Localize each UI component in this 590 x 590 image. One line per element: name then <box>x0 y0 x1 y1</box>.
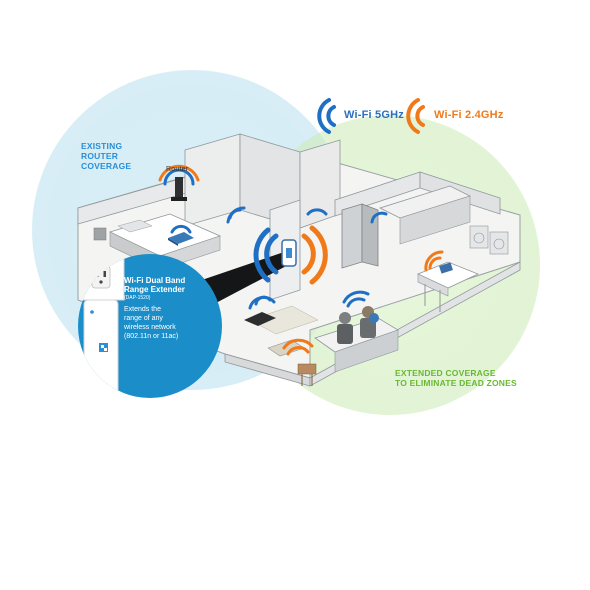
router-icon <box>171 177 187 201</box>
extender-signal <box>253 225 328 285</box>
range-extender-icon <box>281 239 297 267</box>
extended-coverage-line: TO ELIMINATE DEAD ZONES <box>395 378 517 388</box>
tablet-icon <box>439 262 453 274</box>
existing-coverage-line: COVERAGE <box>81 161 132 171</box>
extender-device-icon <box>83 299 119 398</box>
game-console-icon <box>244 312 276 326</box>
device-signal-blue <box>170 206 388 310</box>
extended-coverage-label: EXTENDED COVERAGE TO ELIMINATE DEAD ZONE… <box>395 368 517 388</box>
laptop-icon <box>168 232 194 246</box>
device-signal-orange <box>282 250 444 356</box>
existing-coverage-line: ROUTER <box>81 151 119 161</box>
callout-desc-line: wireless network <box>124 324 176 331</box>
callout-title-line: Wi-Fi Dual Band <box>124 276 186 285</box>
callout-title-line: Range Extender <box>124 285 185 294</box>
router-label: Router <box>166 166 189 173</box>
callout-desc-line: range of any <box>124 315 163 322</box>
legend-24ghz-label: Wi-Fi 2.4GHz <box>434 109 504 121</box>
media-device-icon <box>369 313 379 323</box>
existing-coverage-label: EXISTING ROUTER COVERAGE <box>81 141 131 171</box>
router-signal <box>158 164 200 186</box>
legend-5ghz-label: Wi-Fi 5GHz <box>344 109 404 121</box>
callout-model: (DAP-1520) <box>124 295 151 301</box>
wifi-5ghz-icon <box>317 98 336 134</box>
wifi-24ghz-icon <box>406 98 425 134</box>
extended-coverage-line: EXTENDED COVERAGE <box>395 368 496 378</box>
callout-desc-line: Extends the <box>124 306 161 313</box>
callout-desc-line: (802.11n or 11ac) <box>124 333 179 340</box>
callout-text: Wi-Fi Dual Band Range Extender (DAP-1520… <box>124 276 212 341</box>
existing-coverage-line: EXISTING <box>81 141 123 151</box>
callout-pointer <box>196 252 290 304</box>
